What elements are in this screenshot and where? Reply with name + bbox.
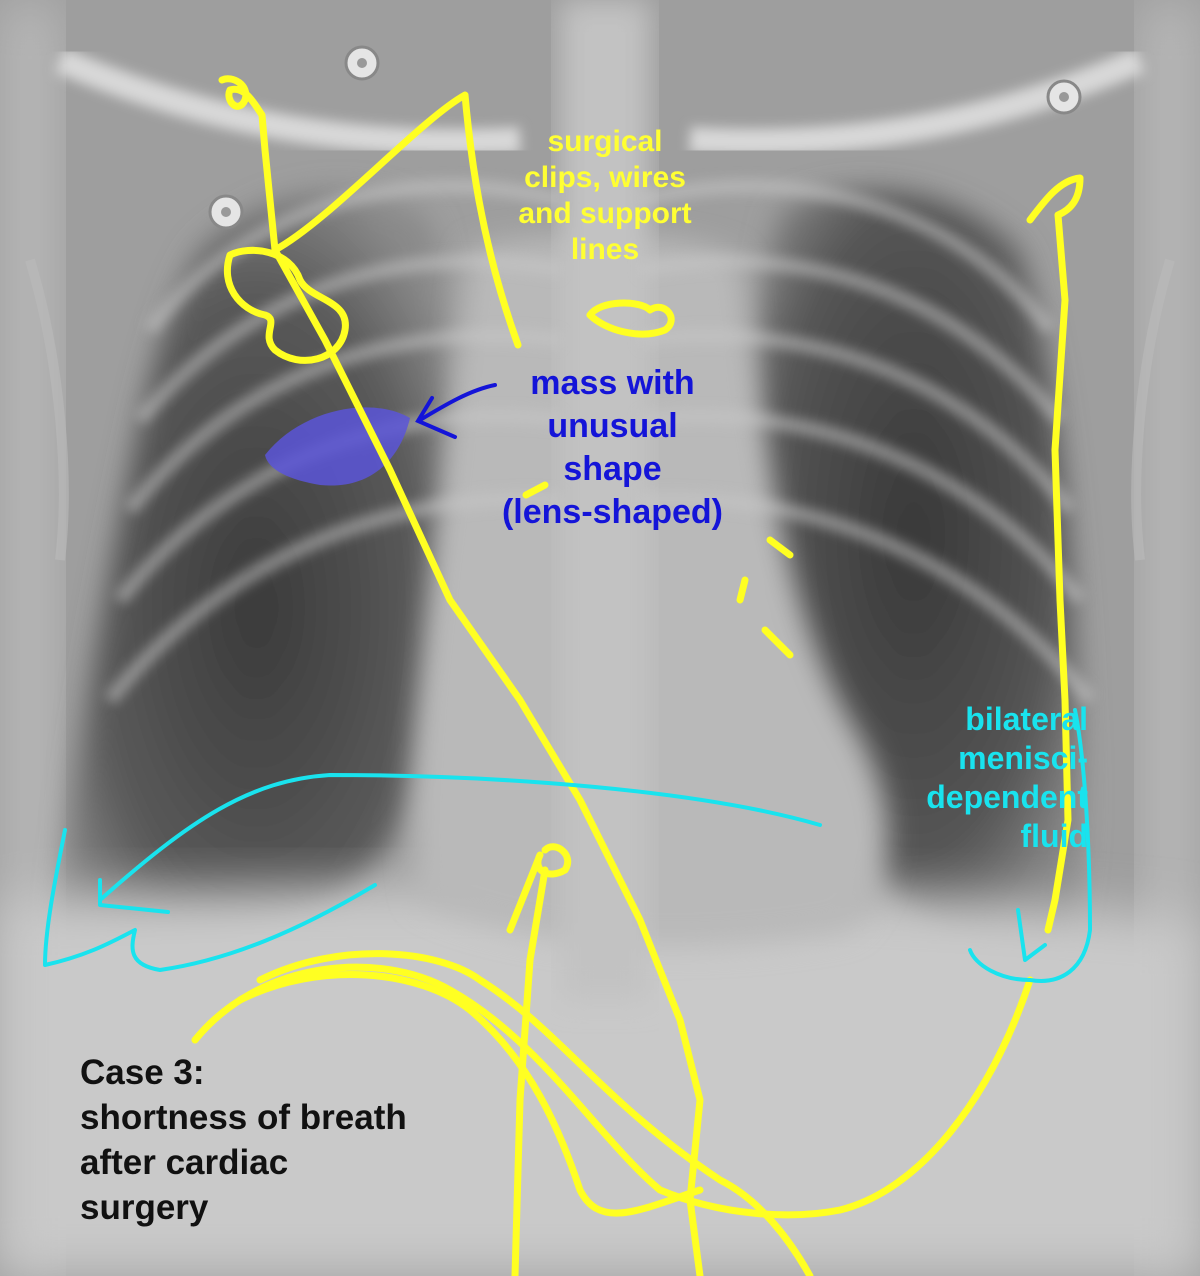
ecg-electrode-icon — [344, 45, 380, 81]
ecg-electrode-icon — [208, 194, 244, 230]
annotation-bilateral-fluid: bilateral menisci- dependent fluid — [926, 701, 1088, 854]
annotation-surgical-clips: surgical clips, wires and support lines — [518, 125, 692, 266]
case-caption: Case 3: shortness of breath after cardia… — [80, 1053, 407, 1227]
annotation-mass: mass with unusual shape (lens-shaped) — [501, 364, 724, 531]
fluid-markings — [43, 708, 1092, 983]
mass-highlight — [265, 407, 410, 486]
support-lines — [191, 75, 1084, 1276]
arrow-icon — [415, 383, 497, 439]
ecg-electrode-icon — [1046, 79, 1082, 115]
